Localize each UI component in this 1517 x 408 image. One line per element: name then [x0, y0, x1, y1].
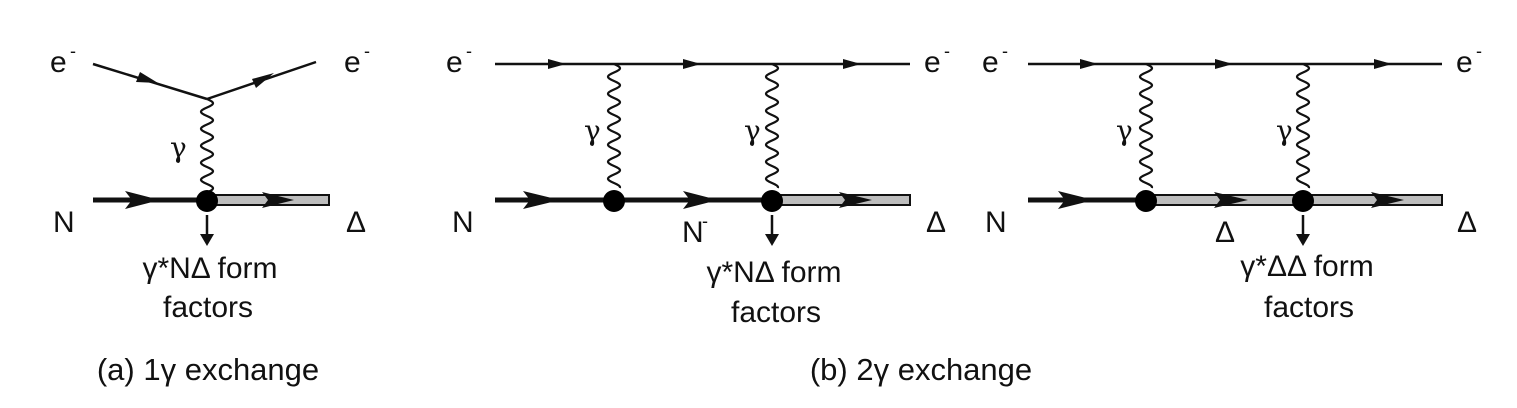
vertex-blob-1 — [603, 190, 625, 212]
nucleon-arrow — [1058, 191, 1094, 209]
label-intermediate-nucleon: N — [682, 216, 704, 249]
label-intermediate-delta: Δ — [1215, 216, 1235, 249]
electron-arrow-2 — [683, 59, 701, 69]
label-delta: Δ — [346, 206, 366, 239]
vertex-blob-1 — [1135, 190, 1157, 212]
nucleon-arrow-1 — [523, 191, 560, 209]
form-factor-label-line1: γ*NΔ form — [142, 252, 277, 285]
photon-wavy-line-1 — [606, 62, 622, 189]
label-nucleon: N — [53, 206, 75, 239]
label-electron-in-charge: - — [466, 41, 472, 61]
electron-arrow-3 — [843, 59, 861, 69]
form-factor-pointer-head — [200, 234, 214, 246]
caption-a: (a) 1γ exchange — [97, 352, 319, 387]
label-photon-1: γ — [1116, 114, 1133, 147]
label-electron-in: e — [982, 46, 999, 79]
label-electron-out: e — [1456, 46, 1473, 79]
photon-wavy-line-2 — [1295, 62, 1311, 189]
delta-arrow — [839, 192, 872, 208]
electron-arrow-in — [136, 72, 158, 83]
label-electron-in-charge: - — [1002, 41, 1008, 61]
label-electron-in: e — [446, 46, 463, 79]
photon-wavy-line — [199, 97, 215, 197]
label-photon: γ — [170, 131, 187, 164]
form-factor-label-line1: γ*NΔ form — [706, 256, 841, 289]
label-nucleon: N — [985, 206, 1007, 239]
photon-wavy-line-2 — [764, 62, 780, 189]
nucleon-arrow — [125, 191, 160, 209]
delta-line — [771, 194, 911, 206]
panel-a-one-photon-exchange: e - e - γ N Δ γ*NΔ form factors (a) 1γ e… — [50, 41, 370, 387]
label-photon-2: γ — [744, 114, 761, 147]
label-delta: Δ — [1457, 206, 1477, 239]
label-nucleon: N — [452, 206, 474, 239]
form-factor-label-line1: γ*ΔΔ form — [1240, 250, 1373, 283]
electron-arrow-1 — [548, 59, 566, 69]
label-delta: Δ — [926, 206, 946, 239]
caption-b: (b) 2γ exchange — [810, 352, 1032, 387]
form-factor-pointer-head — [1296, 234, 1310, 246]
label-intermediate-mark: - — [702, 211, 708, 231]
label-electron-out: e — [924, 46, 941, 79]
delta-line-outgoing — [1302, 194, 1443, 206]
vertex-blob — [196, 190, 218, 212]
vertex-blob-2 — [1292, 190, 1314, 212]
form-factor-pointer-head — [765, 234, 779, 246]
form-factor-label-line2: factors — [163, 291, 253, 324]
vertex-blob-2 — [761, 190, 783, 212]
electron-arrow-2 — [1215, 59, 1233, 69]
electron-arrow-out — [252, 73, 274, 88]
photon-wavy-line-1 — [1138, 62, 1154, 189]
nucleon-arrow-2 — [683, 191, 718, 209]
label-electron-out: e — [344, 46, 361, 79]
panel-b-right-delta-intermediate: e - e - γ γ N Δ Δ γ*ΔΔ form factors — [982, 41, 1482, 324]
electron-arrow-3 — [1374, 59, 1392, 69]
form-factor-label-line2: factors — [731, 296, 821, 329]
form-factor-label-line2: factors — [1264, 291, 1354, 324]
label-electron-out-charge: - — [944, 41, 950, 61]
label-electron-out-charge: - — [1476, 41, 1482, 61]
label-electron-in-charge: - — [70, 41, 76, 61]
label-photon-2: γ — [1276, 114, 1293, 147]
label-electron-out-charge: - — [364, 41, 370, 61]
electron-arrow-1 — [1080, 59, 1098, 69]
panel-b-left-nucleon-intermediate: e - e - γ γ N N - Δ γ*NΔ form factors — [446, 41, 950, 329]
delta-arrow-1 — [1214, 192, 1248, 208]
label-photon-1: γ — [584, 114, 601, 147]
label-electron-in: e — [50, 46, 67, 79]
delta-arrow — [262, 192, 294, 208]
delta-arrow-2 — [1371, 192, 1404, 208]
